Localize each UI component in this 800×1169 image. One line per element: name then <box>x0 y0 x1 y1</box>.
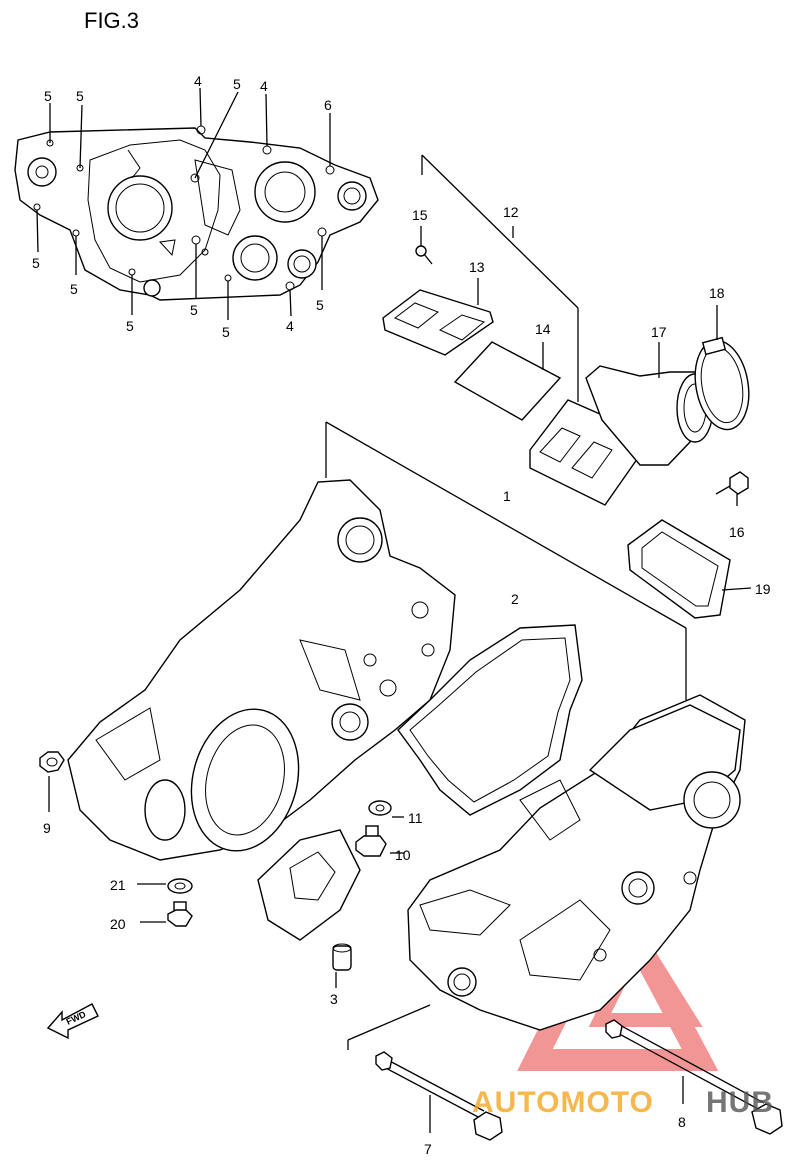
callout-14: 14 <box>535 321 551 337</box>
figure-title: FIG.3 <box>84 8 140 33</box>
callout-5h: 5 <box>222 324 230 340</box>
washer-11-icon <box>368 800 404 818</box>
callout-5g: 5 <box>190 302 198 318</box>
fwd-arrow-icon: FWD <box>46 1003 99 1040</box>
callout-5e: 5 <box>70 281 78 297</box>
callout-13: 13 <box>469 259 485 275</box>
leader-lines-top-left <box>36 87 331 320</box>
plug-20-icon <box>140 901 193 927</box>
callout-10: 10 <box>395 847 411 863</box>
nut-9-icon <box>39 751 65 812</box>
callout-12: 12 <box>503 204 519 220</box>
callout-6: 6 <box>324 97 332 113</box>
callout-5f: 5 <box>126 318 134 334</box>
callout-11: 11 <box>408 810 423 826</box>
callout-5i: 5 <box>316 297 324 313</box>
washer-21-icon <box>137 878 193 894</box>
plug-10-icon <box>355 825 404 857</box>
watermark-part1: AUTOMOTO <box>472 1086 654 1119</box>
callout-8: 8 <box>678 1114 686 1130</box>
callout-4b: 4 <box>260 78 268 94</box>
callout-5d: 5 <box>32 255 40 271</box>
callout-1: 1 <box>503 488 511 504</box>
callout-4c: 4 <box>286 318 294 334</box>
callout-19: 19 <box>755 581 771 597</box>
bolt-8-icon <box>605 1019 783 1135</box>
callout-16: 16 <box>729 524 745 540</box>
callout-18: 18 <box>709 285 725 301</box>
watermark-part2: HUB <box>706 1086 774 1119</box>
callout-7: 7 <box>424 1141 432 1157</box>
dowel-3-icon <box>332 943 352 988</box>
callout-labels: 5 5 4 5 4 6 5 5 5 5 5 4 5 15 12 13 14 17… <box>32 73 771 1157</box>
callout-4a: 4 <box>194 73 202 89</box>
callout-21: 21 <box>110 877 126 893</box>
callout-17: 17 <box>651 324 667 340</box>
screw-15-icon <box>415 245 433 265</box>
leader-lines-intake <box>420 226 752 591</box>
callout-5c: 5 <box>233 76 241 92</box>
callout-5a: 5 <box>44 88 52 104</box>
bolt-7-icon <box>347 1004 503 1141</box>
callout-15: 15 <box>412 207 428 223</box>
bolt-16-icon <box>715 471 749 495</box>
callout-20: 20 <box>110 916 126 932</box>
callout-9: 9 <box>43 820 51 836</box>
crankcase-right-half <box>407 694 746 1031</box>
callout-5b: 5 <box>76 88 84 104</box>
crankcase-side-view <box>14 125 379 301</box>
crankcase-gasket-2 <box>257 624 583 941</box>
crankcase-left-half <box>67 421 687 861</box>
intake-assembly <box>382 154 750 619</box>
watermark-text: AUTOMOTO HUB <box>472 1086 774 1119</box>
callout-3: 3 <box>330 991 338 1007</box>
callout-2: 2 <box>511 591 519 607</box>
